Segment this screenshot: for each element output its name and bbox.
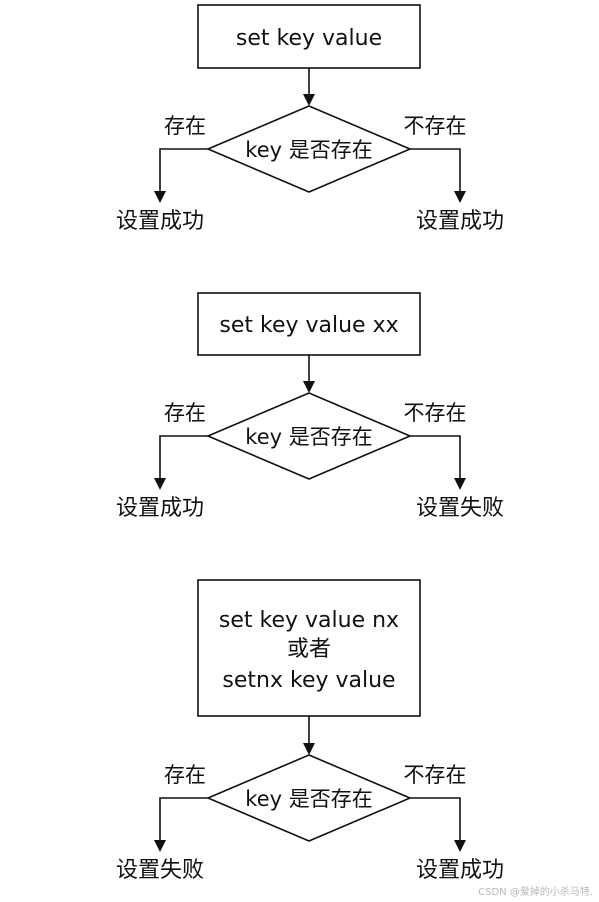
arrowhead (454, 478, 466, 490)
result-left: 设置成功 (116, 496, 204, 521)
start-box-text: set key value xx (219, 313, 398, 338)
flow-set-key-value: set key value key 是否存在 存在 设置成功 不存在 设置成功 (116, 4, 504, 234)
arrowhead (454, 191, 466, 203)
edge-label-not-exists: 不存在 (404, 401, 467, 425)
arrowhead (303, 94, 315, 106)
arrowhead (154, 478, 166, 490)
result-left: 设置失败 (116, 858, 204, 883)
start-box (197, 4, 421, 69)
start-box (197, 579, 421, 717)
flow-set-key-value-xx: set key value xx key 是否存在 存在 设置成功 不存在 设置… (116, 292, 504, 521)
arrowhead (154, 840, 166, 852)
arrow-exists (159, 148, 208, 193)
watermark: CSDN @爱掉的小杀马特. (478, 887, 593, 898)
decision-text: key 是否存在 (245, 425, 372, 449)
arrowhead (303, 381, 315, 393)
decision-diamond (205, 754, 413, 842)
start-box-line-3: setnx key value (222, 668, 395, 693)
decision-text: key 是否存在 (245, 138, 372, 162)
flow-set-key-value-nx: set key value nx 或者 setnx key value key … (116, 579, 504, 883)
start-box-line-1: set key value nx (219, 608, 399, 633)
start-box-line-2: 或者 (287, 637, 331, 662)
result-left: 设置成功 (116, 209, 204, 234)
edge-label-exists: 存在 (164, 763, 206, 787)
arrow-not-exists (410, 148, 461, 193)
decision-diamond (205, 105, 413, 193)
arrow-not-exists (410, 435, 461, 480)
arrowhead (154, 191, 166, 203)
edge-label-exists: 存在 (164, 114, 206, 138)
start-box-text: set key value (236, 26, 382, 51)
arrow-exists (159, 797, 208, 842)
arrowhead (303, 743, 315, 755)
decision-diamond (205, 392, 413, 480)
start-box (197, 292, 421, 356)
arrowhead (454, 840, 466, 852)
edge-label-exists: 存在 (164, 401, 206, 425)
edge-label-not-exists: 不存在 (404, 114, 467, 138)
edge-label-not-exists: 不存在 (404, 763, 467, 787)
result-right: 设置失败 (416, 496, 504, 521)
result-right: 设置成功 (416, 858, 504, 883)
arrow-not-exists (410, 797, 461, 842)
decision-text: key 是否存在 (245, 787, 372, 811)
arrow-exists (159, 435, 208, 480)
result-right: 设置成功 (416, 209, 504, 234)
